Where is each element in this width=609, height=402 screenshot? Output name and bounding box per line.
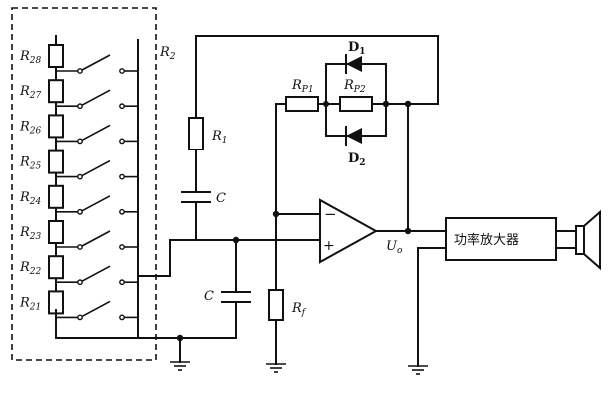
power-amplifier-label: 功率放大器	[454, 232, 519, 248]
switch-pivot	[77, 103, 83, 110]
bank-resistor-label: R26	[19, 119, 42, 136]
top-feedback-wire	[195, 35, 439, 241]
switch-pivot	[77, 68, 83, 74]
switch-pivot	[77, 244, 83, 250]
d1-label: D1	[348, 40, 366, 57]
bank-resistor	[48, 114, 64, 139]
switch-contact	[119, 138, 125, 145]
bank-resistor	[48, 79, 64, 104]
bank-resistor	[48, 255, 64, 280]
speaker-icon	[583, 209, 601, 271]
bank-resistor	[48, 220, 64, 244]
ground-symbol-1	[170, 361, 190, 371]
bank-resistor-label: R24	[19, 190, 42, 207]
switch-contact	[119, 103, 125, 110]
bank-resistor-label: R22	[19, 260, 42, 277]
op-amp	[319, 198, 379, 264]
speaker-magnet	[575, 225, 585, 255]
bank-output-wire	[137, 239, 197, 277]
diode-d2	[346, 128, 362, 144]
switch-contact	[119, 68, 125, 74]
switch-blade	[81, 159, 111, 177]
ground-symbol-2	[266, 363, 286, 373]
switch-blade	[81, 230, 111, 247]
bank-resistor-label: R28	[19, 49, 42, 66]
bank-resistor	[48, 149, 64, 174]
resistor-r1	[188, 117, 204, 151]
resistor-rp2	[339, 96, 373, 112]
switch-blade	[81, 300, 111, 318]
bank-resistor	[48, 184, 64, 209]
bank-resistor-label: R23	[19, 225, 42, 242]
switch-pivot	[77, 173, 83, 180]
ground-symbol-3	[408, 365, 428, 375]
switch-pivot	[77, 314, 83, 321]
switch-blade	[81, 124, 111, 142]
bank-resistor-label: R27	[19, 84, 42, 101]
power-amplifier-box	[445, 217, 557, 261]
switch-blade	[81, 89, 111, 106]
uo-label: Uo	[386, 239, 403, 256]
resistor-rf	[268, 289, 284, 321]
c-lower-label: C	[204, 289, 214, 304]
rp2-label: RP2	[343, 78, 366, 95]
junction-dot	[176, 334, 184, 342]
switch-contact	[119, 173, 125, 180]
rp1-label: RP1	[291, 78, 314, 95]
switch-blade	[81, 195, 111, 212]
amp-ground-wire	[417, 247, 447, 367]
bank-resistor-label: R25	[19, 155, 42, 172]
switch-contact	[119, 208, 125, 215]
switch-contact	[119, 314, 125, 321]
switch-blade	[81, 54, 111, 71]
switch-contact	[119, 279, 125, 286]
d2-label: D2	[348, 151, 366, 168]
switch-blade	[81, 265, 111, 282]
junction-dot	[404, 227, 412, 235]
switch-contact	[119, 244, 125, 250]
switch-pivot	[77, 279, 83, 286]
switch-pivot	[77, 138, 83, 145]
op-amp-minus: −	[324, 205, 337, 223]
r2-label: R2	[159, 45, 176, 62]
r1-label: R1	[211, 129, 228, 146]
bank-resistor	[48, 44, 64, 68]
resistor-rp1	[285, 96, 319, 112]
bank-bottom-wire	[55, 309, 237, 339]
switch-pivot	[77, 208, 83, 215]
c-upper-label: C	[216, 191, 226, 206]
op-amp-plus: +	[323, 238, 335, 254]
bank-resistor-label: R21	[19, 295, 41, 312]
switch-bank-enclosure	[11, 7, 157, 361]
rf-label: Rf	[291, 301, 307, 318]
diode-d1	[346, 56, 362, 72]
